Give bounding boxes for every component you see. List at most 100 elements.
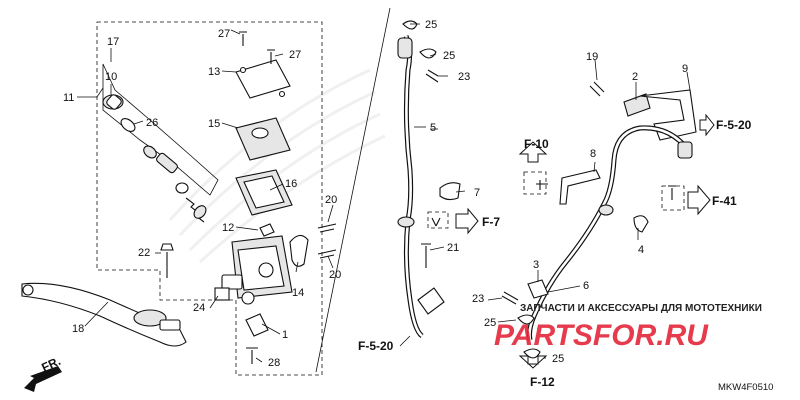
divider-line (315, 7, 391, 373)
part-label-16: 16 (285, 178, 297, 190)
clamp-7 (439, 182, 461, 201)
part-label-25: 25 (484, 317, 496, 329)
part-label-1: 1 (282, 329, 288, 341)
holder-14 (289, 234, 309, 267)
diagram-code: MKW4F0510 (718, 382, 773, 393)
ref-f5-20-bottom: F-5-20 (358, 339, 394, 353)
piston-assembly (102, 94, 207, 223)
part-label-25: 25 (443, 50, 455, 62)
ref-f10: F-10 (524, 137, 549, 151)
spring-end (193, 205, 207, 219)
screw-28 (246, 347, 258, 364)
master-cylinder-group-outline (96, 21, 323, 376)
master-cylinder-body (221, 235, 293, 305)
bolt-20-lower (317, 249, 337, 259)
f41-arrow (687, 184, 711, 216)
reservoir-cap (235, 59, 291, 99)
leaders-left (84, 29, 299, 363)
leaders-right (430, 59, 691, 359)
piston (156, 152, 178, 174)
part-label-23: 23 (472, 293, 484, 305)
ref-f7: F-7 (482, 215, 500, 229)
rubber-3 (527, 279, 549, 299)
part-label-9: 9 (682, 63, 688, 75)
bracket-9 (639, 89, 697, 141)
part-label-18: 18 (72, 323, 84, 335)
leader-11 (77, 87, 104, 98)
screw-27-top (239, 31, 247, 46)
ref-f5-20-right: F-5-20 (716, 118, 752, 132)
bolt-23-b (501, 291, 519, 305)
part-label-10: 10 (105, 71, 117, 83)
part-label-7: 7 (474, 187, 480, 199)
part-label-13: 13 (208, 66, 220, 78)
part-label-27: 27 (218, 28, 230, 40)
washer-25-b (419, 48, 437, 59)
part-label-20: 20 (325, 194, 337, 206)
part-label-20: 20 (329, 269, 341, 281)
front-direction-arrow: FR. (24, 354, 63, 392)
f41-target-box (661, 185, 685, 211)
part-label-4: 4 (638, 244, 644, 256)
part-label-27: 27 (289, 49, 301, 61)
part-label-23: 23 (458, 71, 470, 83)
part-number-labels: 25 27 17 27 25 19 13 10 2 9 23 11 26 15 … (63, 19, 688, 369)
f7-arrow (455, 207, 479, 235)
grommet-2 (623, 93, 651, 117)
ref-f41: F-41 (712, 194, 737, 208)
f12-arrow (518, 355, 548, 369)
part-label-25: 25 (425, 19, 437, 31)
set-plate (235, 117, 291, 161)
leaders-middle (410, 23, 466, 251)
f10-arrow (518, 141, 548, 163)
washer-25-c (517, 314, 535, 325)
part-label-15: 15 (208, 118, 220, 130)
part-label-28: 28 (268, 357, 280, 369)
part-label-26: 26 (146, 117, 158, 129)
bolt-23-a (425, 69, 439, 83)
bolt-21 (421, 243, 431, 268)
screw-12 (259, 223, 275, 237)
watermark-logo: PARTSFOR.RU (494, 319, 709, 352)
part-label-12: 12 (222, 222, 234, 234)
ref-f12: F-12 (530, 375, 555, 389)
small-bolt (668, 185, 676, 200)
part-label-6: 6 (583, 280, 589, 292)
watermark-tagline: ЗАПЧАСТИ И АКСЕССУАРЫ ДЛЯ МОТОТЕХНИКИ (520, 303, 762, 314)
piston-set-bracket (102, 63, 219, 196)
brake-lever (21, 282, 187, 347)
f520-right-arrow (699, 113, 715, 137)
f7-target-box (427, 211, 449, 229)
boot-body (106, 94, 122, 110)
cup (175, 182, 189, 194)
clamp-4 (633, 215, 649, 233)
part-label-17: 17 (107, 36, 119, 48)
screw-27-side (267, 49, 275, 64)
part-label-19: 19 (586, 51, 598, 63)
part-label-3: 3 (533, 259, 539, 271)
part-label-21: 21 (447, 242, 459, 254)
bolt-19 (589, 81, 605, 97)
bolt-20-upper (317, 223, 337, 233)
brake-pipe-6 (527, 125, 693, 341)
part-label-24: 24 (193, 302, 205, 314)
part-label-11: 11 (63, 92, 74, 104)
washer (143, 145, 157, 159)
brake-hose-5 (397, 20, 445, 338)
part-label-2: 2 (632, 71, 638, 83)
bolt-f10 (536, 180, 548, 190)
part-label-22: 22 (138, 247, 150, 259)
bolt-22 (160, 243, 174, 278)
circlip (120, 118, 136, 132)
part-label-14: 14 (292, 287, 304, 299)
reference-labels: F-10 F-5-20 F-7 F-41 F-5-20 F-12 (358, 118, 752, 389)
brake-switch (245, 313, 269, 337)
part-label-8: 8 (590, 148, 596, 160)
part-label-5: 5 (430, 122, 436, 134)
part-label-25: 25 (552, 353, 564, 365)
pivot-collar-24 (214, 287, 230, 301)
f10-target-box (523, 171, 547, 195)
reservoir-cap-stack (235, 59, 293, 216)
bracket-8 (559, 169, 601, 205)
